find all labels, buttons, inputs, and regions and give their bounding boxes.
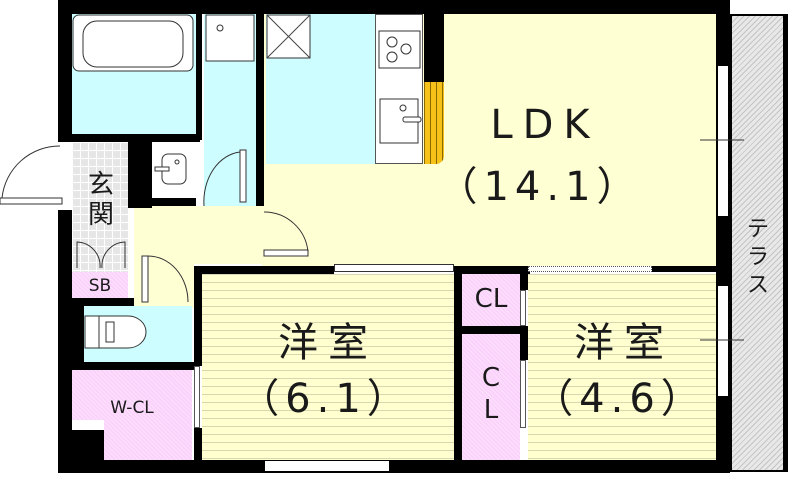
wall-basin-bottom [152, 198, 196, 206]
window-ldk[interactable] [716, 66, 730, 216]
wall-sb-bottom [58, 298, 134, 306]
hallway-floor [134, 206, 262, 264]
wall-bath-right [196, 14, 202, 140]
wall-right-mid [716, 216, 730, 286]
ldk-size: （14.1） [437, 164, 643, 210]
closet-2-label: C L [481, 363, 501, 425]
sliding-door-room1[interactable] [334, 264, 454, 272]
western-room-2-label: 洋室 [574, 320, 674, 366]
wall-bottom [58, 460, 730, 473]
stove-icon [378, 30, 421, 69]
wall-toilet-left [72, 306, 84, 366]
walk-in-closet [72, 370, 192, 420]
closet-1 [462, 274, 520, 326]
entrance-floor [72, 142, 128, 272]
ldk-door-icon[interactable] [256, 210, 312, 268]
ldk-label: LDK [490, 102, 600, 148]
toilet-door-icon[interactable] [138, 254, 194, 306]
washing-machine-icon [205, 14, 255, 62]
wall-left-lower [58, 210, 72, 473]
wall-top [58, 0, 730, 14]
closet-1-label: CL [474, 284, 508, 314]
wall-toilet-bottom [58, 362, 198, 370]
window-crosshair-room2 [700, 339, 744, 341]
wall-cl-top [454, 266, 530, 274]
walk-in-closet-label: W-CL [110, 398, 154, 418]
western-room-1-floor [202, 274, 454, 462]
wall-room2-left-b [520, 326, 528, 360]
shoe-cabinet-doors-icon [76, 241, 126, 269]
wall-room1-right [454, 266, 462, 462]
western-room-1-size: （6.1） [239, 376, 413, 422]
sliding-door-room2[interactable] [528, 266, 652, 272]
wall-bath-bottom [58, 134, 200, 142]
kitchen-sink-icon [379, 98, 422, 144]
refrigerator-icon [266, 14, 311, 59]
wall-wcl-notch [72, 430, 104, 462]
wall-entrance-right [128, 142, 152, 208]
wash-basin-icon [154, 153, 187, 185]
wcl-door[interactable] [194, 366, 200, 428]
window-room2[interactable] [716, 286, 730, 396]
wall-room2-left-a [520, 266, 528, 290]
wall-room1-left [194, 266, 202, 366]
wall-wash-right [256, 14, 264, 206]
counter-accent [424, 82, 444, 164]
bathtub-icon [72, 14, 194, 72]
shoe-box-label: SB [88, 276, 112, 296]
shoe-box [72, 272, 128, 300]
wall-cl-divider [454, 326, 528, 334]
entrance-label: 玄関 [88, 170, 115, 230]
closet-2 [462, 334, 520, 462]
wall-right-bottom [716, 396, 730, 473]
western-room-1-label: 洋室 [278, 320, 378, 366]
terrace-label: テラス [746, 217, 769, 298]
window-crosshair-ldk [700, 139, 744, 141]
wall-right-top [716, 0, 730, 66]
toilet-icon [84, 315, 147, 349]
window-room1-bottom[interactable] [264, 460, 390, 472]
entrance-door-icon[interactable] [0, 142, 72, 212]
wall-room1-left-b [194, 428, 202, 464]
washroom-door-icon[interactable] [200, 149, 256, 210]
western-room-2-size: （4.6） [533, 376, 707, 422]
wall-room2-top [652, 266, 724, 272]
wall-left-upper [58, 0, 72, 142]
western-room-2-floor [528, 274, 718, 462]
wall-room1-top-a [194, 266, 334, 274]
closet-door-1[interactable] [520, 290, 526, 326]
walk-in-closet-lower [104, 418, 192, 460]
closet-door-2[interactable] [520, 360, 526, 428]
wall-kitchen-pillar [424, 14, 444, 82]
terrace-floor [730, 14, 788, 472]
